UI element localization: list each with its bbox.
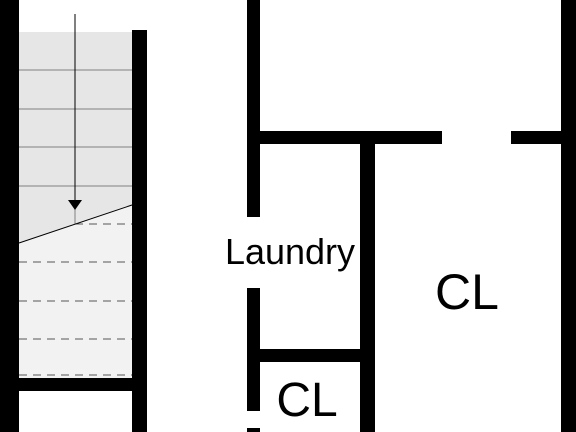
room-label-laundry: Laundry — [225, 231, 355, 272]
wall-horizontal-right — [511, 131, 576, 144]
arrow-down-icon — [68, 200, 82, 210]
wall-left-outer — [0, 0, 19, 432]
stair-break-line — [18, 204, 133, 244]
wall-left-upper — [247, 0, 260, 217]
room-label-closet-large: CL — [435, 264, 499, 320]
wall-small-closet-top — [260, 349, 360, 362]
stair — [18, 14, 133, 378]
wall-left-lower — [247, 288, 260, 411]
wall-middle-vertical — [360, 144, 375, 432]
room-label-closet-small: CL — [276, 374, 337, 427]
stair-treads-dashed — [19, 223, 132, 376]
stair-dashed-area — [19, 205, 132, 378]
wall-left-stub — [247, 428, 260, 432]
wall-right-outer — [561, 0, 576, 432]
stair-arrow — [68, 14, 82, 210]
wall-horizontal-left — [247, 131, 442, 144]
wall-stair-bottom — [19, 378, 132, 391]
wall-stair-right — [132, 30, 147, 432]
